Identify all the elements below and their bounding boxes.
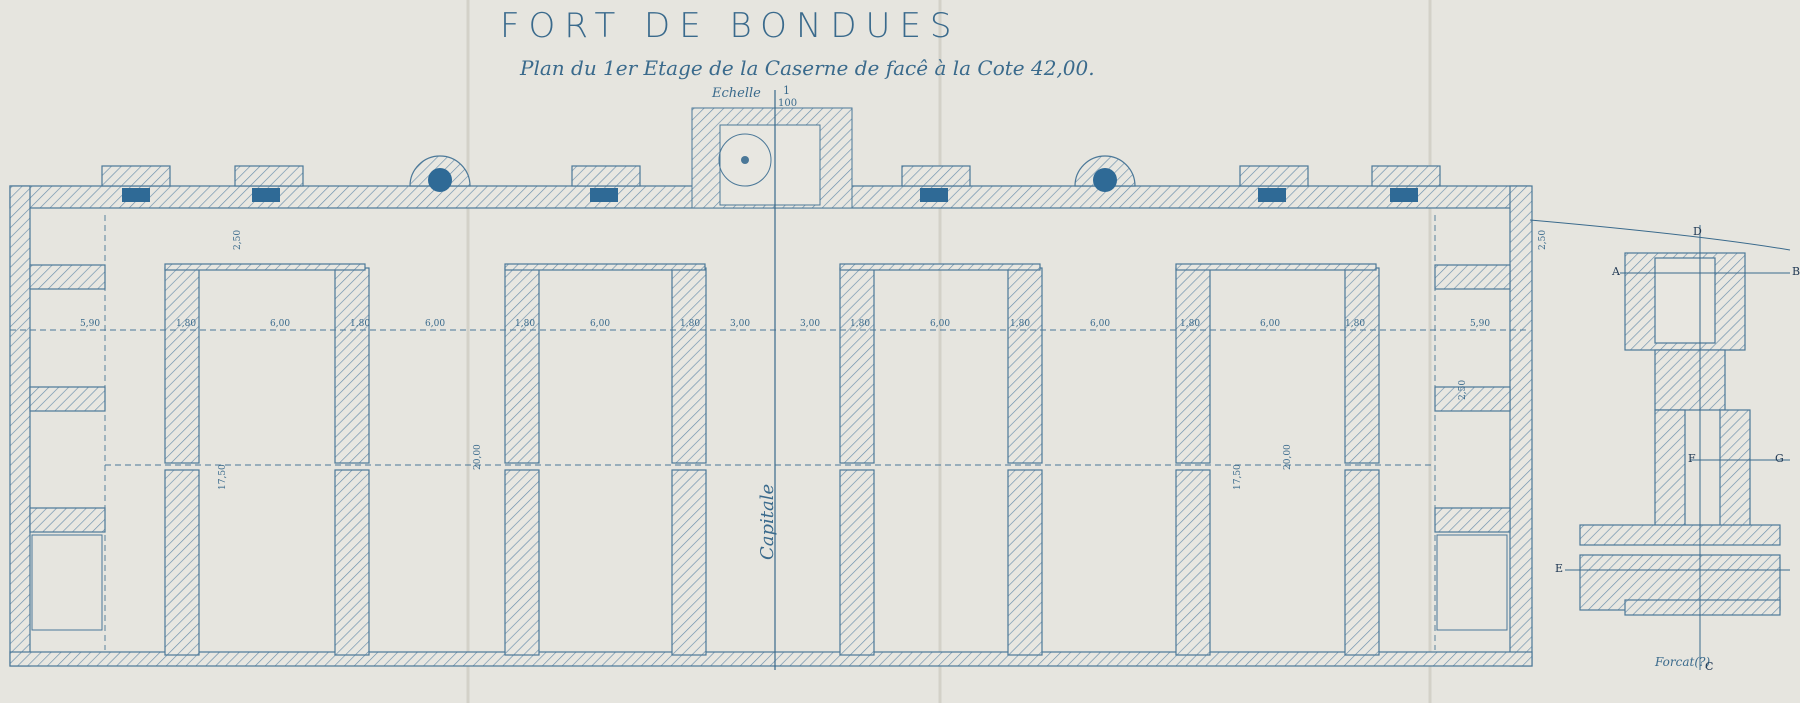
outer-walls [9,185,1533,667]
section-letter-d: D [1693,225,1702,238]
pier [1175,267,1211,464]
pier [839,267,875,464]
dimension-label: 3,00 [800,319,820,329]
section-lines [1529,219,1791,670]
dimension-label: 17,50 [1233,464,1243,490]
pier [334,267,370,464]
pier [164,267,200,464]
dimension-label: 6,00 [425,319,445,329]
end-stairs [31,534,1508,631]
dimension-label: 2,50 [233,230,243,250]
scale-denominator: 100 [778,98,798,109]
drawing-title: FORT DE BONDUES [500,6,961,46]
lintel [504,263,706,271]
signature: Forcat(?) [1655,655,1711,669]
dimension-label: 2,50 [1538,230,1548,250]
pier [1344,267,1380,464]
dimension-label: 6,00 [590,319,610,329]
dimension-label: 1,80 [1010,319,1030,329]
dimension-label: 1,80 [350,319,370,329]
lintel [164,263,366,271]
dimension-label: 1,80 [1180,319,1200,329]
pier [839,469,875,656]
pier [334,469,370,656]
front-projections [101,155,1441,187]
dimension-lines [10,215,1530,650]
dimension-label: 20,00 [473,444,483,470]
section-letter-e: E [1555,562,1564,575]
lintel [1175,263,1377,271]
section-letter-a: A [1612,265,1620,278]
drawing-subtitle: Plan du 1er Etage de la Caserne de facê … [520,56,1095,80]
pier [504,267,540,464]
pier [164,469,200,656]
section-letter-b: B [1792,265,1800,278]
chimney-flues [122,168,1418,202]
pier [1007,267,1043,464]
dimension-label: 1,80 [850,319,870,329]
lintel [839,263,1041,271]
internal-piers [164,263,1380,656]
dimension-label: 1,80 [680,319,700,329]
pier [1344,469,1380,656]
scale-numerator: 1 [783,84,790,97]
section-letter-c: C [1705,660,1714,673]
dimension-label: 1,80 [515,319,535,329]
dimension-label: 17,50 [218,464,228,490]
dimension-label: 5,90 [1470,319,1490,329]
pier [1007,469,1043,656]
section-letter-f: F [1688,452,1696,465]
dimension-label: 6,00 [1260,319,1280,329]
pier [504,469,540,656]
dimension-label: 6,00 [1090,319,1110,329]
scale-label: Echelle [712,86,761,101]
dimension-label: 3,00 [730,319,750,329]
dimension-labels: 5,90 1,80 6,00 1,80 6,00 1,80 6,00 1,80 3,00 3,00… [80,230,1548,490]
pier [671,469,707,656]
side-section [1579,252,1781,616]
dimension-label: 1,80 [176,319,196,329]
dimension-label: 2,50 [1458,380,1468,400]
end-walls [29,264,1511,533]
pier [1175,469,1211,656]
stair-tower [691,107,853,209]
dimension-label: 20,00 [1283,444,1293,470]
dimension-label: 6,00 [270,319,290,329]
paper-folds [466,0,1432,703]
dimension-label: 1,80 [1345,319,1365,329]
pier [671,267,707,464]
section-letter-g: G [1775,452,1784,465]
capital-axis-label: Capitale [757,483,778,560]
dimension-label: 5,90 [80,319,100,329]
dimension-label: 6,00 [930,319,950,329]
